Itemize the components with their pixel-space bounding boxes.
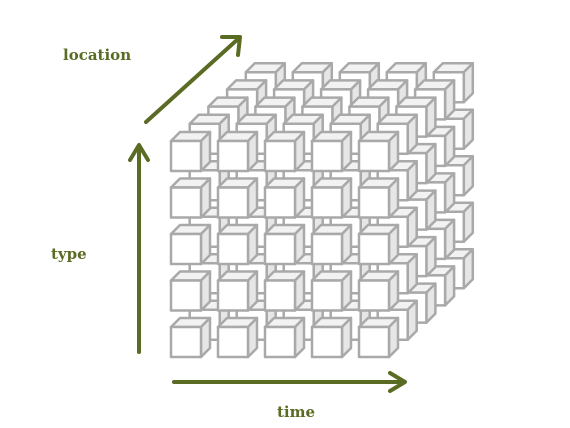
cube-cell xyxy=(216,130,259,173)
cube-cell xyxy=(169,223,212,266)
cube-cell xyxy=(263,270,306,312)
cube-cell xyxy=(395,96,437,138)
type-axis-arrow xyxy=(128,143,150,354)
cube-cell xyxy=(310,316,353,359)
cube-cell xyxy=(216,316,259,359)
cube-cell xyxy=(263,130,306,173)
cube-cell xyxy=(169,316,212,359)
cube-cell xyxy=(263,316,306,359)
cube-cell xyxy=(169,270,212,312)
location-axis-arrow xyxy=(144,35,242,124)
cube-cell xyxy=(357,316,400,359)
cube-cell xyxy=(357,130,400,173)
cube-cell xyxy=(310,177,353,219)
cube-cell xyxy=(310,223,353,266)
cube-cell xyxy=(357,223,400,266)
time-axis-label: time xyxy=(277,403,316,421)
cube-cell xyxy=(310,270,353,312)
cube-cell xyxy=(169,177,212,219)
cube-cell xyxy=(216,270,259,312)
cube-cell xyxy=(357,270,400,312)
cube-cell xyxy=(169,130,212,173)
cube-cell xyxy=(216,177,259,219)
time-axis-arrow xyxy=(172,371,407,393)
cube-cell xyxy=(263,223,306,266)
cube-cell xyxy=(310,130,353,173)
type-axis-label: type xyxy=(51,245,87,263)
axes xyxy=(128,35,407,393)
cube-grid xyxy=(169,61,475,359)
cube-cell xyxy=(357,177,400,219)
location-axis-label: location xyxy=(63,46,132,64)
cube-cell xyxy=(216,223,259,266)
cube-cell xyxy=(263,177,306,219)
